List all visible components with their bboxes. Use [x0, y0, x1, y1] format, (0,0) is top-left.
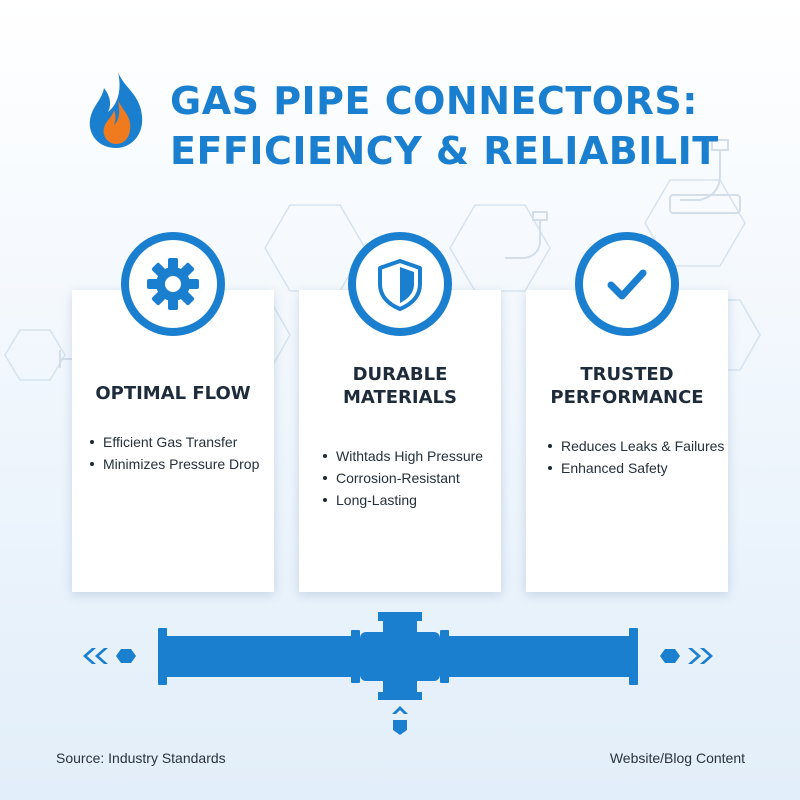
channel-label: Website/Blog Content	[609, 750, 745, 766]
card-title: OPTIMAL FLOW	[72, 382, 274, 405]
shield-badge	[348, 232, 452, 336]
card-title: TRUSTED PERFORMANCE	[526, 363, 728, 409]
shield-icon	[378, 259, 422, 311]
card-title-line: MATERIALS	[343, 387, 457, 408]
header: GAS PIPE CONNECTORS: EFFICIENCY & RELIAB…	[78, 68, 778, 188]
bullet-item: Enhanced Safety	[548, 457, 720, 479]
flame-icon	[89, 72, 143, 148]
bullet-list: Reduces Leaks & Failures Enhanced Safety	[548, 435, 724, 479]
card-durable-materials: DURABLE MATERIALS Withtads High Pressure…	[299, 290, 501, 592]
card-trusted-performance: TRUSTED PERFORMANCE Reduces Leaks & Fail…	[526, 290, 728, 592]
checkmark-badge	[575, 232, 679, 336]
source-label: Source: Industry Standards	[56, 750, 226, 766]
card-title-line: PERFORMANCE	[550, 387, 704, 408]
gear-badge	[121, 232, 225, 336]
card-optimal-flow: OPTIMAL FLOW Efficient Gas Transfer Mini…	[72, 290, 274, 592]
pipe-illustration	[83, 612, 713, 735]
title-line-1: GAS PIPE CONNECTORS:	[170, 79, 698, 123]
bullet-item: Reduces Leaks & Failures	[548, 435, 724, 457]
bullet-item: Withtads High Pressure	[323, 445, 493, 467]
bullet-list: Withtads High Pressure Corrosion-Resista…	[323, 445, 493, 511]
pipe-connector-icon	[158, 612, 638, 735]
page-title: GAS PIPE CONNECTORS: EFFICIENCY & RELIAB…	[170, 76, 719, 176]
card-title-line: DURABLE	[352, 364, 448, 385]
title-line-2: EFFICIENCY & RELIABILIT	[170, 129, 719, 173]
card-title-line: OPTIMAL FLOW	[95, 383, 251, 404]
card-title-line: TRUSTED	[580, 364, 674, 385]
right-arrows-icon	[660, 648, 713, 664]
bullet-item: Long-Lasting	[323, 489, 493, 511]
bullet-list: Efficient Gas Transfer Minimizes Pressur…	[90, 431, 266, 475]
bullet-item: Efficient Gas Transfer	[90, 431, 266, 453]
left-arrows-icon	[83, 648, 136, 664]
bullet-item: Minimizes Pressure Drop	[90, 453, 266, 475]
bullet-item: Corrosion-Resistant	[323, 467, 493, 489]
gear-icon	[147, 258, 199, 310]
checkmark-icon	[607, 269, 647, 300]
card-title: DURABLE MATERIALS	[299, 363, 501, 409]
